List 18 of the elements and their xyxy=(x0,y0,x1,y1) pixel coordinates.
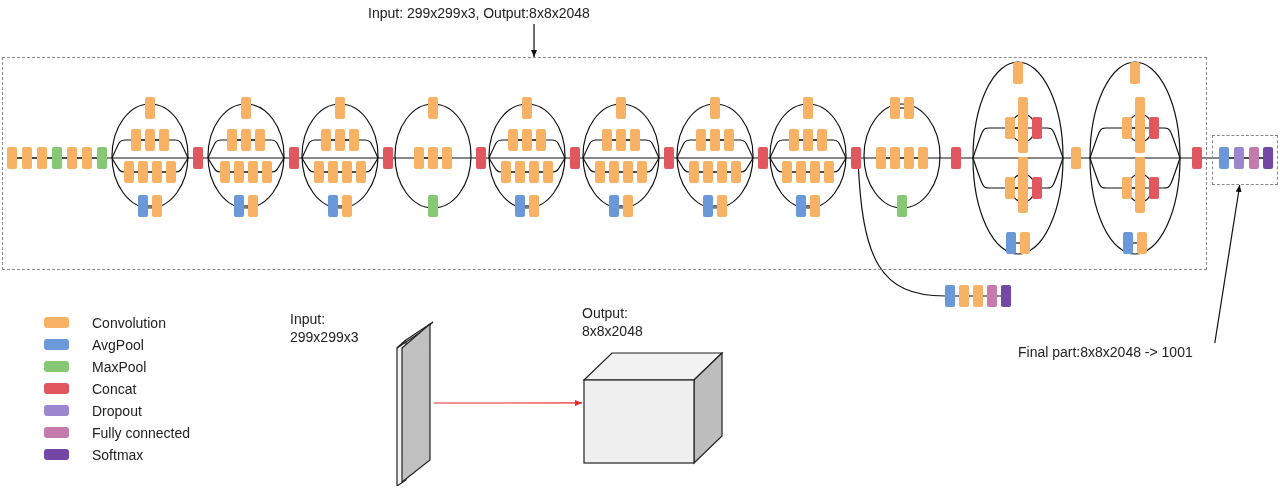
dimension-caption: Output: 8x8x2048 xyxy=(582,304,644,340)
legend-label: Convolution xyxy=(92,314,166,332)
dimension-caption: Input: 299x299x3 xyxy=(290,310,360,346)
legend-label: Softmax xyxy=(92,446,144,464)
network-frame xyxy=(2,57,1207,270)
output-cube-drawing xyxy=(582,352,724,466)
arrow xyxy=(531,23,537,58)
annotation-text: Input: 299x299x3, Output:8x8x2048 xyxy=(368,5,590,21)
legend-label: Fully connected xyxy=(92,424,191,442)
annotation-text: Final part:8x8x2048 -> 1001 xyxy=(1018,344,1193,360)
final-part-frame xyxy=(1212,135,1278,185)
legend-label: Concat xyxy=(92,380,137,398)
legend-label: MaxPool xyxy=(92,358,147,376)
arrow xyxy=(1214,184,1242,344)
arrow xyxy=(433,399,583,406)
legend-label: AvgPool xyxy=(92,336,144,354)
legend-label: Dropout xyxy=(92,402,142,420)
input-slab-drawing xyxy=(396,320,434,486)
